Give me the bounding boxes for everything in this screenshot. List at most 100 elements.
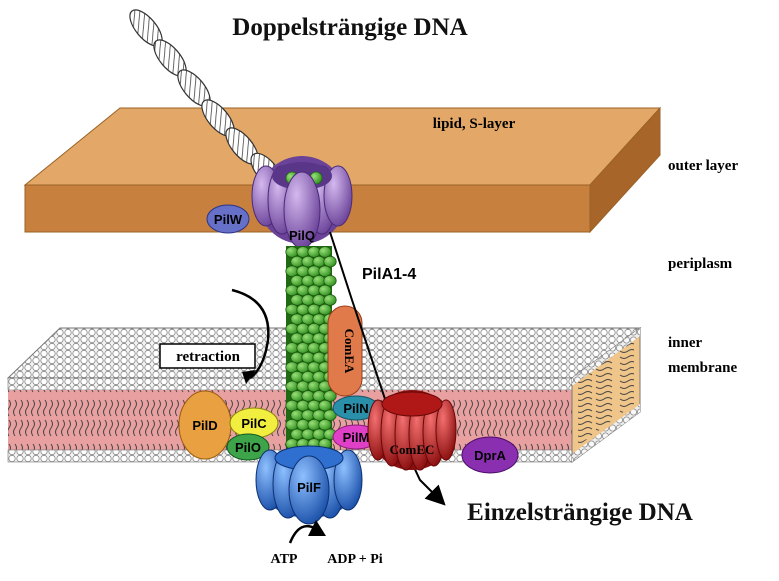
pilin-subunit bbox=[307, 380, 321, 393]
pilin-subunit bbox=[290, 409, 304, 422]
pilin-subunit bbox=[285, 246, 299, 258]
pilin-subunit bbox=[318, 246, 332, 258]
pilin-subunit bbox=[290, 255, 304, 268]
pilin-subunit bbox=[290, 313, 304, 326]
pilin-subunit bbox=[312, 274, 326, 287]
pilin-subunit bbox=[312, 370, 326, 383]
pilin-subunit bbox=[290, 274, 304, 287]
pilin-subunit bbox=[301, 390, 315, 402]
atp-hydrolysis-arrow bbox=[288, 520, 326, 544]
pilin-subunit bbox=[296, 399, 310, 412]
pilw-label: PilW bbox=[214, 212, 243, 227]
pilf-label: PilF bbox=[297, 480, 321, 495]
pilin-subunit bbox=[307, 246, 321, 258]
outer-layer-slab bbox=[23, 106, 662, 234]
pilin-subunit bbox=[290, 390, 304, 402]
pilin-subunit bbox=[285, 361, 299, 374]
pilq-secretin: PilQ bbox=[251, 156, 353, 249]
pilin-subunit bbox=[307, 361, 321, 374]
pilin-subunit bbox=[301, 370, 315, 383]
pilin-subunit bbox=[296, 361, 310, 374]
comea-label: ComEA bbox=[342, 329, 357, 374]
retraction-arrow bbox=[231, 288, 270, 384]
pilin-subunit bbox=[301, 332, 315, 345]
pilin-subunit bbox=[290, 370, 304, 383]
pilin-subunit bbox=[318, 284, 332, 297]
title-double-stranded-dna: Doppelsträngige DNA bbox=[232, 14, 467, 41]
pilin-subunit bbox=[290, 428, 304, 441]
pilin-subunit bbox=[312, 351, 326, 364]
pilm-protein: PilM bbox=[332, 424, 380, 450]
pilw-protein: PilW bbox=[206, 204, 250, 234]
dpra-protein: DprA bbox=[461, 436, 519, 474]
pilin-subunit bbox=[296, 322, 310, 335]
pilin-subunit bbox=[290, 351, 304, 364]
dpra-label: DprA bbox=[474, 448, 506, 463]
pilin-subunit bbox=[285, 265, 299, 278]
pilin-subunit bbox=[323, 409, 337, 422]
inner-membrane-label-1: inner bbox=[668, 335, 703, 351]
pilin-subunit bbox=[312, 255, 326, 268]
pild-label: PilD bbox=[192, 418, 217, 433]
pilo-label: PilO bbox=[235, 440, 261, 455]
pilin-subunit bbox=[318, 303, 332, 316]
pilin-subunit bbox=[318, 265, 332, 278]
retraction-label: retraction bbox=[176, 349, 241, 365]
pilin-subunit bbox=[296, 380, 310, 393]
pilin-subunit bbox=[301, 255, 315, 268]
pilin-subunit bbox=[296, 265, 310, 278]
title-single-stranded-dna: Einzelsträngige DNA bbox=[467, 499, 693, 526]
pilin-subunit bbox=[296, 303, 310, 316]
pilin-subunit bbox=[285, 303, 299, 316]
adp-pi-label: ADP + Pi bbox=[327, 552, 383, 567]
pilm-label: PilM bbox=[343, 430, 370, 445]
pilin-subunit bbox=[312, 428, 326, 441]
pilin-subunit bbox=[296, 284, 310, 297]
pilin-subunit bbox=[312, 313, 326, 326]
pilin-subunit bbox=[307, 284, 321, 297]
comea-protein: ComEA bbox=[327, 305, 363, 397]
pilin-subunit bbox=[285, 284, 299, 297]
pilin-subunit bbox=[312, 294, 326, 306]
piln-protein: PilN bbox=[332, 395, 380, 421]
pilin-subunit bbox=[301, 351, 315, 364]
comec-channel: ComEC bbox=[367, 390, 457, 471]
comec-label: ComEC bbox=[390, 442, 435, 457]
pilus-filament bbox=[285, 246, 337, 460]
pilin-subunit bbox=[301, 409, 315, 422]
pilin-subunit bbox=[323, 274, 337, 287]
pilin-subunit bbox=[285, 399, 299, 412]
pilin-subunit bbox=[307, 265, 321, 278]
pilin-subunit bbox=[285, 322, 299, 335]
pilc-protein: PilC bbox=[229, 407, 279, 439]
pilc-label: PilC bbox=[241, 416, 267, 431]
pilin-subunit bbox=[312, 390, 326, 402]
pilin-subunit bbox=[290, 332, 304, 345]
pilo-protein: PilO bbox=[226, 433, 270, 461]
pilin-subunit bbox=[307, 399, 321, 412]
pilin-subunit bbox=[323, 294, 337, 306]
pilin-subunit bbox=[307, 303, 321, 316]
pilin-subunit bbox=[307, 342, 321, 354]
pilq-label: PilQ bbox=[289, 228, 315, 243]
pilin-subunit bbox=[318, 399, 332, 412]
pilin-subunit bbox=[296, 418, 310, 431]
pilin-subunit bbox=[323, 390, 337, 402]
pilin-subunit bbox=[323, 255, 337, 268]
outer-layer-label: outer layer bbox=[668, 158, 738, 174]
periplasm-label: periplasm bbox=[668, 256, 733, 272]
pilin-subunit bbox=[301, 428, 315, 441]
pila-label: PilA1-4 bbox=[362, 266, 416, 283]
pilin-subunit bbox=[307, 322, 321, 335]
retraction-box: retraction bbox=[159, 343, 256, 369]
pilin-subunit bbox=[312, 409, 326, 422]
atp-label: ATP bbox=[271, 552, 298, 567]
pilin-subunit bbox=[301, 313, 315, 326]
pilin-subunit bbox=[296, 342, 310, 354]
pilin-subunit bbox=[301, 274, 315, 287]
pilin-subunit bbox=[318, 418, 332, 431]
pilf-atpase: PilF bbox=[255, 445, 363, 525]
pilin-subunit bbox=[296, 246, 310, 258]
pilin-subunit bbox=[285, 418, 299, 431]
